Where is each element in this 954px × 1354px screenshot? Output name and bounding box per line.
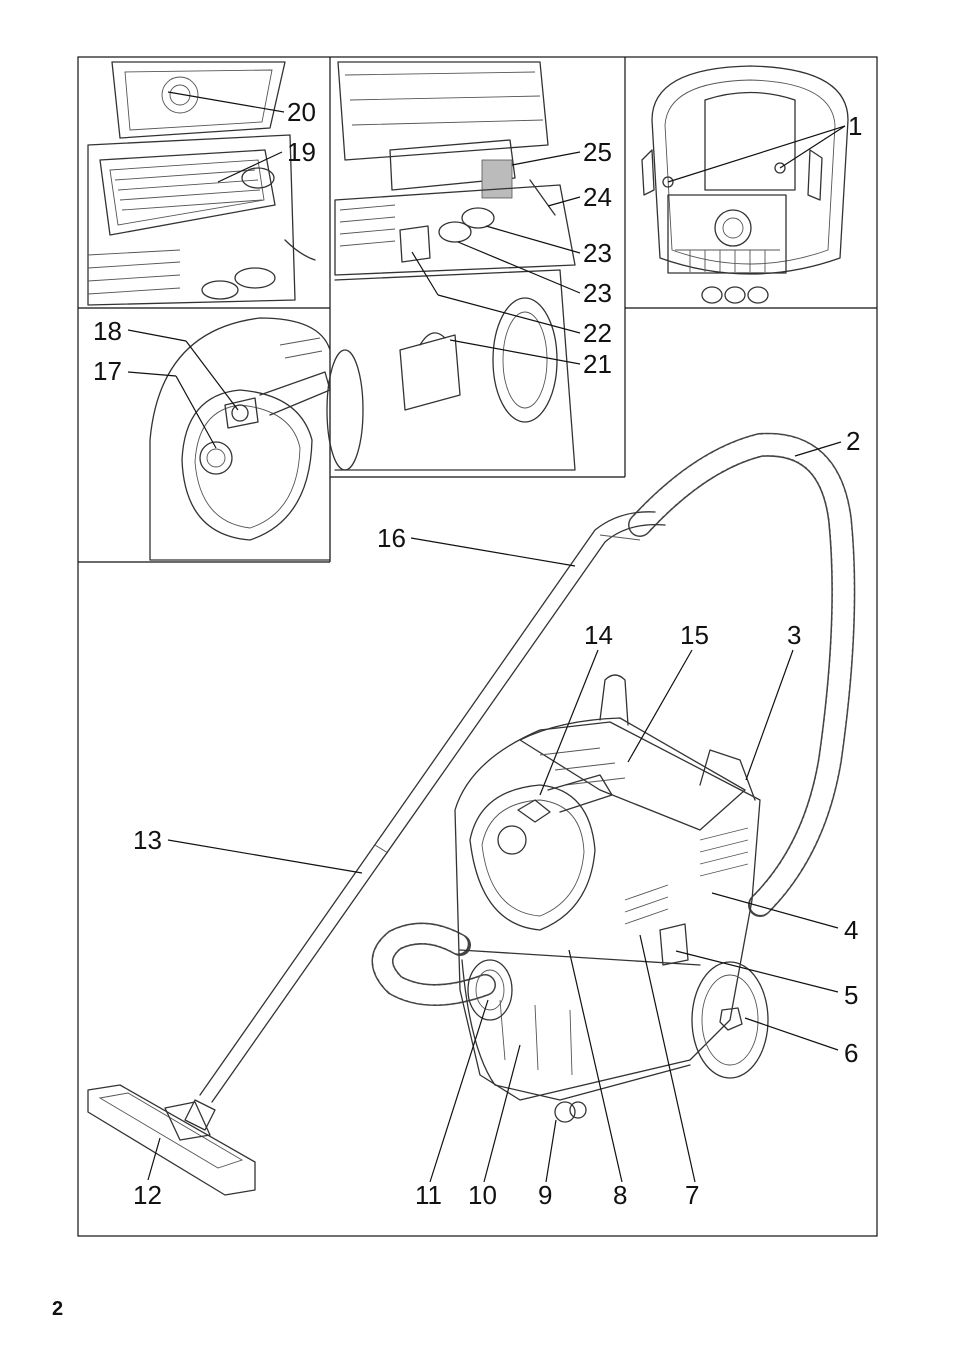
callout-20: 20 (287, 97, 316, 127)
callout-25: 25 (583, 137, 612, 167)
callout-7: 7 (685, 1180, 699, 1210)
floor-nozzle (87, 1084, 256, 1196)
callout-24: 24 (583, 182, 612, 212)
callout-21: 21 (583, 349, 612, 379)
inset-rear-holders (326, 61, 576, 471)
callout-23: 23 (583, 278, 612, 308)
callout-11: 11 (415, 1180, 442, 1210)
callout-labels: 1 2 3 4 5 6 7 8 9 10 11 12 13 14 15 16 1… (93, 97, 862, 1210)
callout-16: 16 (377, 523, 406, 553)
callout-23: 23 (583, 238, 612, 268)
diagram-frames (77, 56, 878, 1237)
callout-19: 19 (287, 137, 316, 167)
callout-8: 8 (613, 1180, 627, 1210)
callout-3: 3 (787, 620, 801, 650)
callout-22: 22 (583, 318, 612, 348)
callout-15: 15 (680, 620, 709, 650)
callout-1: 1 (848, 111, 862, 141)
inset-bottom-view (641, 65, 849, 304)
callout-10: 10 (468, 1180, 497, 1210)
callout-5: 5 (844, 980, 858, 1010)
callout-4: 4 (844, 915, 858, 945)
callout-12: 12 (133, 1180, 162, 1210)
type-plate (481, 159, 513, 199)
inset-switch (149, 317, 331, 561)
callout-6: 6 (844, 1038, 858, 1068)
callout-17: 17 (93, 356, 122, 386)
callout-2: 2 (846, 426, 860, 456)
callout-13: 13 (133, 825, 162, 855)
vacuum-cleaner (454, 674, 769, 1123)
suction-tube (184, 511, 666, 1131)
callout-18: 18 (93, 316, 122, 346)
hose (371, 432, 856, 1006)
callout-9: 9 (538, 1180, 552, 1210)
callout-14: 14 (584, 620, 613, 650)
page-number: 2 (52, 1298, 64, 1320)
inset-filter-compartment (87, 61, 316, 306)
leader-lines (127, 91, 846, 1183)
outer-frame (77, 56, 878, 1237)
